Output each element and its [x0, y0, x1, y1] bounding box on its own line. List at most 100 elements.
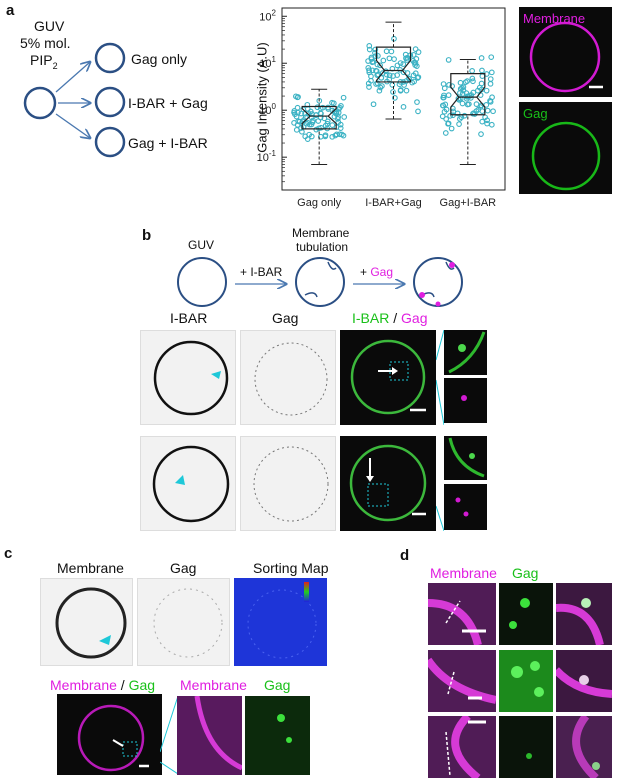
data-point — [376, 87, 383, 94]
data-point — [414, 75, 421, 81]
data-point — [441, 108, 448, 115]
x-tick-label: Gag+I-BAR — [440, 197, 497, 209]
data-point — [459, 100, 466, 107]
data-point — [441, 85, 448, 92]
c-header-gag: Gag — [170, 560, 197, 576]
data-point — [324, 118, 331, 125]
membrane-micrograph: Membrane — [519, 7, 612, 97]
zoom-ibar-row1 — [444, 330, 487, 375]
c-zoom-membrane — [177, 696, 242, 775]
data-point — [374, 80, 381, 87]
membrane-channel-label: Membrane — [523, 11, 586, 26]
data-point — [488, 54, 495, 61]
ibar-image-row2 — [140, 436, 236, 531]
data-point — [461, 112, 468, 119]
col-header-merge: I-BAR / Gag — [352, 310, 428, 326]
zoom-ibar-row2 — [444, 436, 487, 480]
schematic-step2: + Gag — [360, 265, 394, 279]
data-point — [304, 136, 311, 142]
data-point — [372, 53, 379, 59]
data-point — [463, 90, 470, 96]
data-point — [331, 113, 338, 120]
merge-image-row2 — [340, 436, 436, 531]
d-gag-row1 — [499, 583, 553, 645]
guv-composition-line1: GUV — [34, 18, 65, 34]
d-gag-row3 — [499, 716, 553, 778]
data-point — [483, 87, 490, 94]
y-axis-label: Gag Intensity (A.U) — [254, 42, 270, 153]
data-point — [484, 120, 490, 127]
data-point — [440, 94, 447, 101]
gag-micrograph: Gag — [519, 102, 612, 194]
data-point — [337, 121, 344, 128]
x-tick-label: Gag only — [297, 197, 342, 209]
schematic-step1: + I-BAR — [240, 265, 283, 279]
data-point — [368, 73, 374, 80]
data-point — [415, 49, 422, 56]
data-point — [457, 115, 463, 122]
data-point — [369, 67, 376, 74]
data-point — [490, 108, 496, 115]
panel-b-label: b — [142, 227, 152, 244]
data-point — [410, 72, 417, 79]
data-point — [325, 104, 331, 111]
data-point — [366, 42, 373, 49]
data-point — [470, 78, 476, 85]
data-point — [443, 116, 450, 122]
ibar-image-row1 — [140, 330, 236, 425]
data-point — [365, 80, 372, 87]
data-point — [336, 131, 343, 138]
data-point — [479, 67, 485, 74]
data-point — [391, 56, 397, 62]
data-point — [383, 71, 390, 78]
tubulation-schematic — [177, 257, 463, 307]
data-point — [310, 117, 316, 124]
guv-composition-line3: PIP2 — [30, 52, 58, 71]
box — [301, 105, 337, 130]
data-point — [377, 84, 384, 91]
data-point — [459, 91, 466, 97]
c-membrane-image — [40, 578, 133, 666]
data-point — [456, 121, 462, 128]
d-header-gag: Gag — [512, 565, 539, 581]
c-gag-image — [137, 578, 230, 666]
data-point — [397, 60, 404, 66]
d-membrane-row3 — [428, 716, 496, 778]
panel-a-label: a — [6, 2, 15, 19]
c-zoom-gag-label: Gag — [264, 677, 291, 693]
merge-image-row1 — [340, 330, 436, 425]
data-point — [447, 113, 453, 119]
d-gag-row2 — [499, 650, 553, 712]
data-point — [365, 64, 372, 71]
c-header-membrane: Membrane — [57, 560, 124, 576]
c-zoom-gag — [245, 696, 310, 775]
gag-image-row1 — [240, 330, 336, 425]
data-point — [293, 113, 300, 120]
data-point — [415, 74, 422, 81]
data-point — [487, 80, 494, 87]
guv-composition-line2: 5% mol. — [20, 35, 71, 51]
panel-d-label: d — [400, 547, 410, 564]
c-sorting-map — [234, 578, 327, 666]
data-point — [457, 86, 464, 92]
data-point — [315, 118, 322, 124]
data-point — [379, 83, 385, 89]
data-point — [388, 48, 395, 55]
zoom-gag-row2 — [444, 484, 487, 530]
data-point — [479, 73, 486, 79]
data-point — [394, 72, 401, 78]
branch-gag-only: Gag only — [131, 51, 188, 67]
data-point — [412, 46, 419, 52]
data-point — [392, 95, 398, 101]
d-merge-row2 — [556, 650, 612, 712]
data-point — [400, 61, 407, 68]
data-point — [340, 94, 347, 101]
data-point — [372, 49, 378, 56]
data-point — [337, 104, 343, 111]
data-point — [377, 62, 383, 69]
d-merge-row1 — [556, 583, 612, 645]
c-merge-image — [57, 694, 162, 775]
branch-ibar-gag: I-BAR + Gag — [128, 95, 208, 111]
data-point — [439, 102, 446, 109]
data-point — [445, 57, 452, 63]
